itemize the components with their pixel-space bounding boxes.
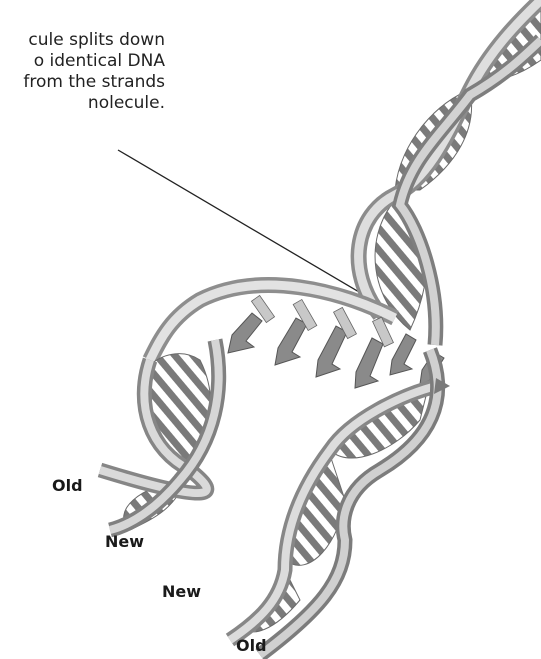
right-daughter-helix	[230, 350, 450, 655]
nucleotide-1	[228, 313, 262, 353]
nucleotide-3	[316, 326, 347, 377]
nucleotide-2	[275, 318, 307, 365]
label-new-strand-left: New	[105, 532, 144, 551]
label-new-strand-right: New	[162, 582, 201, 601]
parent-helix	[359, 0, 541, 345]
label-old-strand-right: Old	[236, 636, 267, 655]
fork-upper-strand	[150, 285, 395, 360]
nucleotide-5	[390, 334, 416, 375]
left-daughter-helix	[100, 340, 219, 530]
label-old-strand-left: Old	[52, 476, 83, 495]
nucleotide-4	[355, 338, 383, 388]
